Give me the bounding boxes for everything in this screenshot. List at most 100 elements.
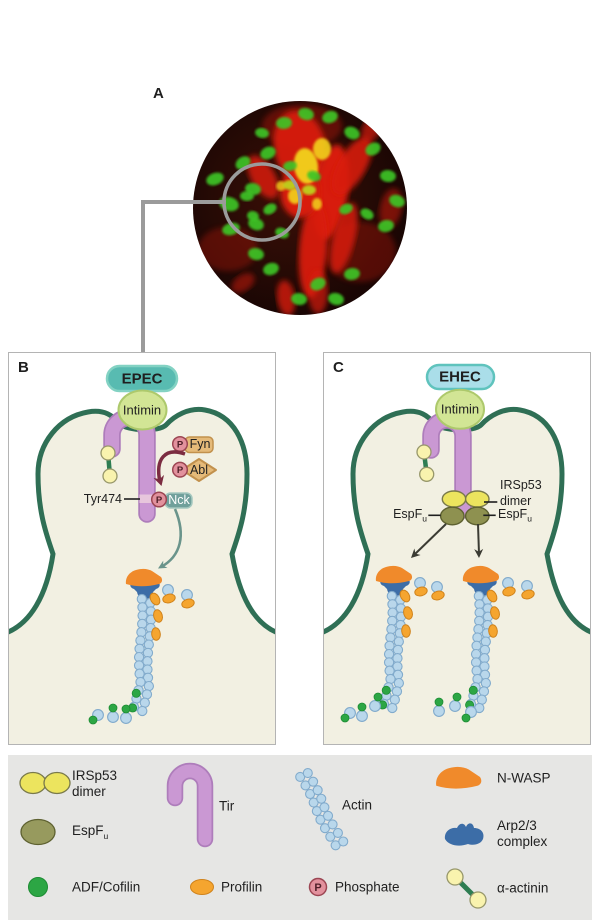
legend-irsp53-icon (43, 771, 71, 795)
espfu-arrow-left (413, 523, 447, 556)
adf-cofilin-dot (452, 692, 462, 702)
adf-cofilin-dot (131, 688, 141, 698)
legend-arp23-icon (444, 823, 484, 846)
intimin-shape (435, 388, 485, 430)
legend-espfu-icon (20, 818, 56, 846)
panel-c-art (324, 363, 590, 744)
legend-adf-icon (28, 877, 48, 897)
profilin-shape (414, 586, 428, 597)
abl-diamond (181, 458, 217, 482)
profilin-shape (401, 624, 411, 638)
profilin-shape (488, 624, 498, 638)
legend-irsp53-label: IRSp53 dimer (72, 768, 118, 799)
annotation-circle (222, 162, 302, 242)
nck-label: Nck (168, 493, 190, 507)
panel-a-art (141, 101, 407, 352)
connector-line (141, 200, 226, 352)
panel-b-label: B (18, 359, 29, 376)
legend-tir-label: Tir (219, 798, 235, 814)
ehec-label: EHEC (439, 368, 481, 386)
adf-cofilin-dot (340, 713, 350, 723)
adf-cofilin-dot (461, 713, 471, 723)
phosphate-letter: P (177, 439, 184, 450)
phosphate-circle: P (308, 877, 328, 897)
arp23-shape (467, 579, 497, 596)
panel-b: P P P B EPEC Intimin Fyn Abl Nck Tyr474 (8, 352, 276, 745)
phosphate-letter: P (156, 495, 163, 506)
tyr474-band (139, 494, 155, 503)
profilin-shape (431, 590, 445, 601)
profilin-shape (399, 589, 411, 603)
legend-adf-label: ADF/Cofilin (72, 879, 141, 895)
legend-nwasp-label: N-WASP (497, 770, 551, 786)
irsp53-ellipse (464, 490, 490, 508)
panel-c-label: C (333, 359, 344, 376)
profilin-shape (486, 589, 498, 603)
actin-pedestal (340, 565, 445, 723)
fyn-label: Fyn (189, 437, 211, 451)
legend-espfu-label: EspFu (72, 823, 109, 841)
legend-profilin-label: Profilin (221, 879, 263, 895)
profilin-shape (149, 592, 161, 606)
microscopy-image (193, 101, 407, 315)
profilin-shape (153, 609, 163, 623)
espfu-label-right: EspFu (498, 506, 532, 524)
profilin-shape (521, 589, 535, 600)
phosphate-letter: P (314, 882, 321, 894)
profilin-shape (403, 606, 413, 620)
panel-a-label: A (153, 85, 164, 102)
legend: P IRSp53 dimer EspFu ADF/Cofilin Tir Pro… (8, 755, 592, 920)
signal-arrow (160, 508, 183, 569)
legend-tir-icon (166, 762, 214, 848)
legend-art: P (19, 762, 487, 909)
legend-arp23-label: Arp2/3 complex (497, 818, 548, 849)
intimin-label: Intimin (122, 402, 162, 418)
irsp53-ellipse (441, 490, 467, 508)
nwasp-shape (375, 565, 413, 584)
nwasp-shape (125, 568, 163, 587)
arp23-shape (380, 579, 410, 596)
actin-pedestal (88, 568, 195, 725)
legend-irsp53-icon (19, 771, 47, 795)
profilin-shape (181, 598, 195, 609)
espfu-ellipse (439, 506, 465, 526)
profilin-shape (490, 606, 500, 620)
panel-c: C EHEC Intimin IRSp53 dimer EspFu EspFu (323, 352, 591, 745)
arp23-shape (130, 582, 160, 599)
adf-cofilin-dot (121, 704, 131, 714)
intimin-label-c: Intimin (440, 401, 480, 417)
alpha-actinin (416, 444, 435, 482)
profilin-shape (502, 586, 516, 597)
alpha-actinin (100, 445, 118, 484)
adf-cofilin-dot (108, 703, 118, 713)
profilin-shape (162, 593, 176, 604)
phosphate-circle: P (150, 491, 168, 508)
legend-profilin-icon (190, 879, 214, 895)
legend-alpha-actinin-label: α-actinin (497, 880, 549, 896)
legend-nwasp-icon (436, 766, 482, 789)
panel-b-art: P P P (9, 364, 275, 744)
adf-cofilin-dot (381, 685, 391, 695)
espfu-arrow-right (477, 523, 480, 555)
adf-cofilin-dot (434, 697, 444, 707)
nwasp-shape (462, 565, 500, 584)
adf-cofilin-dot (373, 692, 383, 702)
adf-cofilin-dot (88, 715, 98, 725)
legend-phosphate-label: Phosphate (335, 879, 400, 895)
adf-cofilin-dot (357, 702, 367, 712)
adf-cofilin-dot (468, 685, 478, 695)
actin-pedestal (433, 565, 535, 723)
epec-label: EPEC (121, 370, 163, 388)
profilin-shape (151, 627, 161, 641)
legend-alpha-actinin-icon (446, 868, 487, 909)
tyr474-label: Tyr474 (83, 492, 122, 506)
activation-arrow (157, 450, 186, 483)
phosphate-circle: P (171, 461, 189, 478)
irsp53-dimer-label: IRSp53 dimer (500, 478, 542, 508)
phosphate-letter: P (177, 465, 184, 476)
legend-actin-icon (295, 768, 349, 851)
abl-label: Abl (189, 463, 209, 477)
espfu-label-left: EspFu (393, 506, 427, 524)
intimin-shape (117, 389, 168, 431)
